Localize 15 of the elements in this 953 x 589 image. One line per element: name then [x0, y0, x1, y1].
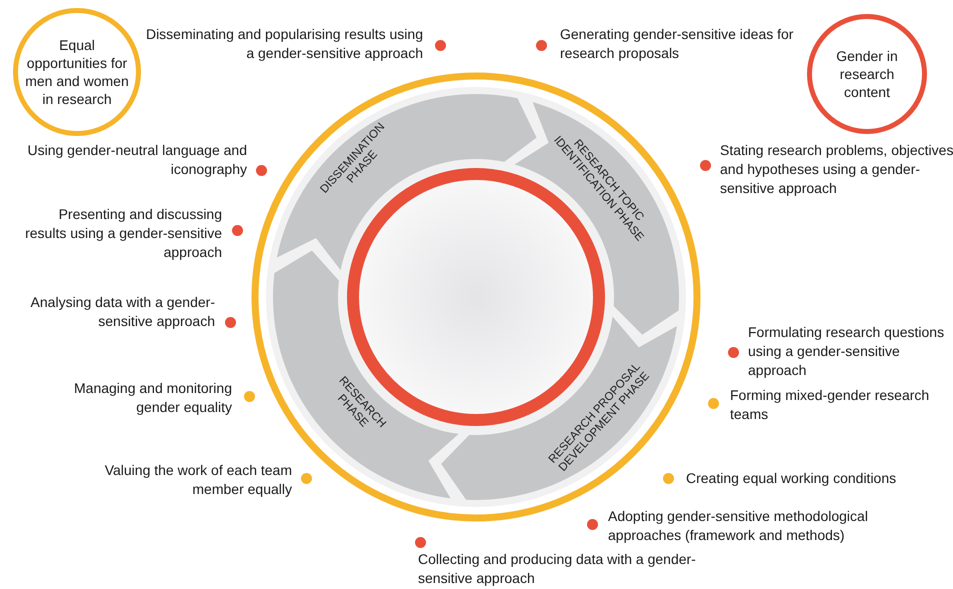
activity-text: Adopting gender-sensitive methodological approaches (framework and methods) [608, 507, 869, 545]
legend-text: Gender in research content [835, 47, 899, 101]
activity-text: Creating equal working conditions [686, 469, 898, 488]
activity-text: Collecting and producing data with a gender-sensitive approach [418, 550, 697, 588]
activity-text: Analysing data with a gender-sensitive approach [30, 293, 215, 331]
activity-text: Managing and monitoring gender equality [73, 379, 232, 417]
activity-text: Using gender-neutral language and iconography [26, 141, 247, 179]
activity-text: Disseminating and popularising results using a gender-sensitive approach [144, 25, 423, 63]
activity-text: Formulating research questions using a gender-sensitive approach [748, 323, 946, 380]
activity-text: Stating research problems, objectives and hypotheses using a gender-sensitive approach [720, 141, 953, 198]
activity-text: Forming mixed-gender research teams [730, 386, 930, 424]
legend-text: Equal opportunities for men and women in research [24, 36, 130, 108]
activity-text: Presenting and discussing results using a gender-sensitive approach [24, 205, 222, 262]
activity-text: Generating gender-sensitive ideas for research proposals [560, 25, 794, 63]
activity-text: Valuing the work of each team member equally [104, 461, 292, 499]
